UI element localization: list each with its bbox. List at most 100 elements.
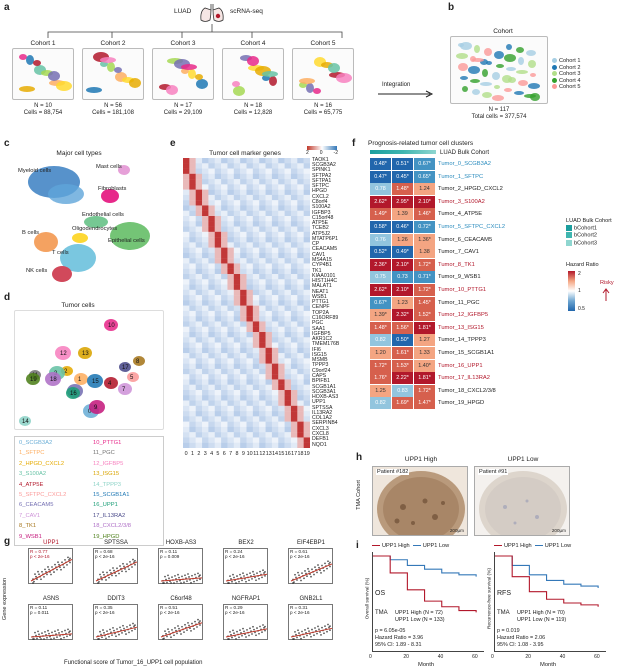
- integrated-n: N = 117: [488, 107, 510, 113]
- km-legend-high-rfs: UPP1 High: [504, 543, 532, 549]
- hr-cell: 2.62*: [370, 195, 391, 208]
- gene-label: TOP2A: [312, 309, 329, 316]
- celltype-label-7: Epithelial cells: [108, 238, 145, 244]
- gene-label: ATP5J2: [312, 230, 331, 237]
- hr-cell: 0.73: [392, 271, 413, 284]
- tumor-legend-item-6: 3_S100A2: [19, 471, 47, 478]
- cohort-cells-2: Cells = 181,108: [92, 110, 134, 116]
- hr-cell: 1.53*: [392, 359, 413, 372]
- gene-label: CXCL3: [312, 425, 329, 432]
- scatter-r-HOXB-AS3: R = 0.11: [160, 549, 178, 554]
- cohort-legend-item-2: Cohort 2: [552, 65, 580, 72]
- panel-g-label: g: [4, 536, 11, 547]
- tumor-legend-item-4: 2_HPGD_CXCL2: [19, 460, 65, 467]
- hr-cell: 1.39*: [370, 309, 391, 322]
- scatter-p-ASNS: p = 0.011: [30, 610, 49, 615]
- hr-cell: 2.10*: [392, 284, 413, 296]
- heatmap-col-label-5: 5: [216, 451, 220, 457]
- km-os-xtick: 20: [403, 654, 409, 660]
- hr-cell: 0.52*: [370, 246, 391, 259]
- km-rfs-cohort: TMA: [497, 610, 510, 616]
- hr-cell: 1.27: [414, 334, 435, 347]
- cohort-legend-item-4: Cohort 4: [552, 78, 580, 85]
- hr-cell: 1.56*: [392, 321, 413, 334]
- cohort-title-2: Cohort 2: [100, 40, 126, 47]
- scatter-title-BEX2: BEX2: [238, 540, 254, 546]
- hr-cell: 1.23: [392, 296, 413, 309]
- scatter-plot-NGFRAP1: [223, 604, 268, 640]
- scatter-p-C6orf48: p < 2e-16: [160, 610, 180, 615]
- heatmap-col-label-9: 9: [241, 451, 245, 457]
- tumor-cluster-number-4: 4: [108, 381, 112, 387]
- gene-label: TPPP3: [312, 362, 329, 369]
- hr-cell: 1.40*: [414, 359, 435, 372]
- scatter-p-EIF4EBP1: p < 2e-16: [290, 554, 310, 559]
- cluster-row-label: Tumor_2_HPGD_CXCL2: [438, 186, 503, 193]
- scatter-plot-HOXB-AS3: [158, 548, 203, 584]
- gene-label: SFTPA2: [312, 172, 332, 179]
- celltype-label-4: Endothelial cells: [82, 212, 124, 218]
- hr-cell: 0.82: [370, 397, 391, 410]
- gene-label: S100A2: [312, 204, 331, 211]
- tumor-legend-item-12: 6_CEACAM5: [19, 502, 54, 509]
- gene-label: DEFB1: [312, 436, 329, 443]
- gene-label: UPP1: [312, 399, 326, 406]
- tumor-cluster-blob-14: [19, 416, 31, 426]
- scatter-plot-SPTSSA: [93, 548, 138, 584]
- hr-cell: 1.25: [370, 384, 391, 397]
- tma-cohort-label: TMA Cohort: [355, 480, 362, 510]
- hr-cell: 1.48*: [392, 183, 413, 196]
- ihc-low-image: Patient #91 200µm: [474, 466, 570, 536]
- heatmap-col-label-18: 18: [297, 451, 304, 457]
- heatmap-col-label-7: 7: [229, 451, 233, 457]
- gene-label: C16ORF89: [312, 314, 339, 321]
- scale-max: 2: [306, 150, 309, 156]
- hr-cell: 2.10*: [414, 195, 435, 208]
- hr-cell: 0.78: [370, 183, 391, 196]
- hr-cell: 1.52*: [414, 309, 435, 322]
- ihc-high-image: Patient #182 200µm: [372, 466, 468, 536]
- scatter-title-NGFRAP1: NGFRAP1: [231, 596, 261, 602]
- integration-label: Integration: [382, 82, 411, 88]
- gene-label: CAV1: [312, 251, 326, 258]
- heatmap-col-label-12: 12: [259, 451, 266, 457]
- tumor-cluster-blob-4: [104, 377, 118, 389]
- tumor-cluster-blob-18: [45, 372, 61, 386]
- gene-label: IFI6: [312, 346, 321, 353]
- hr-cell: 1.61*: [392, 347, 413, 359]
- celltype-label-5: B cells: [22, 230, 40, 236]
- celltype-label-6: Oligodendrocytes: [72, 226, 118, 232]
- hr-cell: 0.58*: [370, 221, 391, 233]
- scatter-r-SPTSSA: R = 0.68: [95, 549, 113, 554]
- km-os-p: p = 6.05e-05: [375, 628, 406, 634]
- heatmap-col-label-3: 3: [203, 451, 207, 457]
- hr-cell: 0.83: [392, 384, 413, 397]
- g-ylabel: Gene expression: [2, 577, 9, 621]
- scatter-title-SPTSSA: SPTSSA: [104, 540, 128, 546]
- gene-label: MALAT1: [312, 283, 332, 290]
- tumor-cluster-number-12: 12: [60, 351, 67, 357]
- hr-tick-05: 0.5: [578, 306, 585, 312]
- hr-cell: 1.72*: [414, 284, 435, 296]
- hr-tick-2: 2: [578, 271, 581, 277]
- cluster-row-label: Tumor_14_TPPP3: [438, 337, 486, 344]
- tumor-legend-item-1: 10_PTTG1: [93, 440, 122, 446]
- celltype-label-1: Myeloid cells: [18, 168, 52, 174]
- cluster-row-label: Tumor_3_S100A2: [438, 198, 485, 205]
- heatmap-col-label-4: 4: [210, 451, 214, 457]
- hr-cell: 1.81*: [414, 372, 435, 385]
- hr-cell: 1.26: [392, 233, 413, 246]
- scale-bar-high: 200µm: [449, 528, 464, 533]
- tumor-legend-item-2: 1_SFTPC: [19, 450, 45, 457]
- gene-label: CXCL8: [312, 430, 329, 437]
- prognosis-title: Prognosis-related tumor cell clusters: [368, 140, 474, 147]
- km-rfs-xtick: 40: [559, 654, 566, 660]
- celltype-label-2: Mast cells: [96, 164, 122, 170]
- km-os-hr: Hazard Ratio = 3.96: [375, 635, 424, 641]
- hr-cell: 1.49*: [370, 208, 391, 221]
- gene-label: PGC: [312, 320, 324, 327]
- cluster-row-label: Tumor_16_UPP1: [438, 362, 483, 369]
